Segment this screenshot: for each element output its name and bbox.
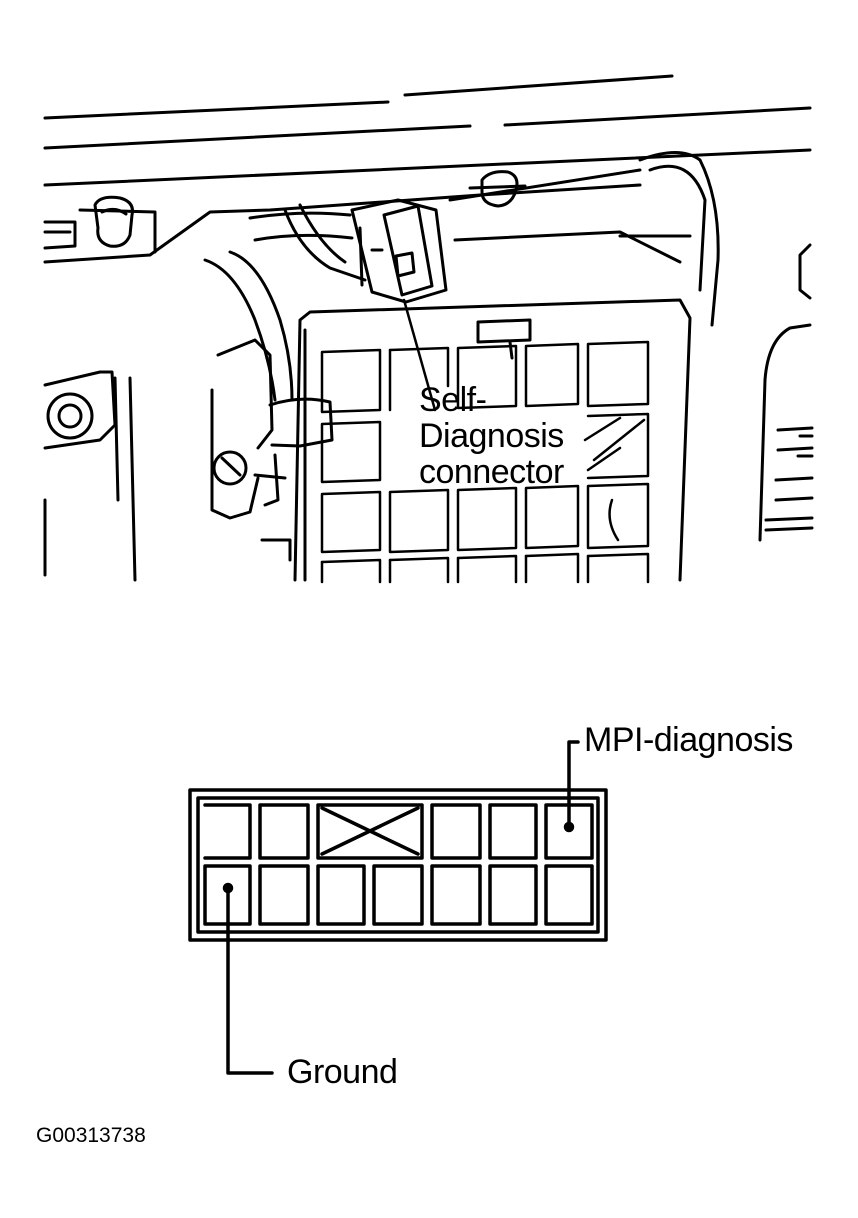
self-diagnosis-label-line2: Diagnosis [419, 417, 564, 455]
self-diagnosis-connector-drawing [350, 198, 448, 412]
pin-top-2 [258, 803, 310, 860]
pin-top-blank [316, 803, 424, 860]
dash-trim-lines [43, 74, 812, 264]
wire-harness [203, 151, 720, 402]
mounting-clip-left [78, 195, 157, 254]
connector-outer-frame [188, 788, 608, 942]
pin-bottom-6 [488, 864, 538, 926]
fuse-grid [320, 340, 650, 584]
blank-cross [320, 806, 420, 856]
ground-label: Ground [287, 1053, 398, 1091]
left-bracket [43, 220, 137, 582]
ground-leader-line [226, 886, 274, 1075]
mpi-diagnosis-label: MPI-diagnosis [584, 721, 793, 759]
right-panel [758, 243, 814, 542]
pin-bottom-3 [316, 864, 366, 926]
mpi-leader-line [567, 740, 580, 829]
connector-row-top [203, 803, 594, 860]
self-diagnosis-label-line1: Self- [419, 381, 487, 419]
relay-bracket [210, 338, 334, 562]
pin-top-6 [488, 803, 538, 860]
pin-bottom-5 [430, 864, 482, 926]
pin-bottom-4 [372, 864, 424, 926]
connector-row-bottom [203, 864, 594, 926]
pin-top-5 [430, 803, 482, 860]
pin-bottom-2 [258, 864, 310, 926]
figure-id: G00313738 [36, 1124, 146, 1147]
self-diagnosis-label-line3: connector [419, 453, 564, 491]
label-leader-ticks [583, 416, 622, 472]
pin-bottom-7 [544, 864, 594, 926]
connector-inner-frame [196, 796, 600, 934]
fuse-box [293, 298, 692, 582]
connector-pinout [188, 740, 608, 1075]
dashboard-illustration [43, 74, 814, 584]
